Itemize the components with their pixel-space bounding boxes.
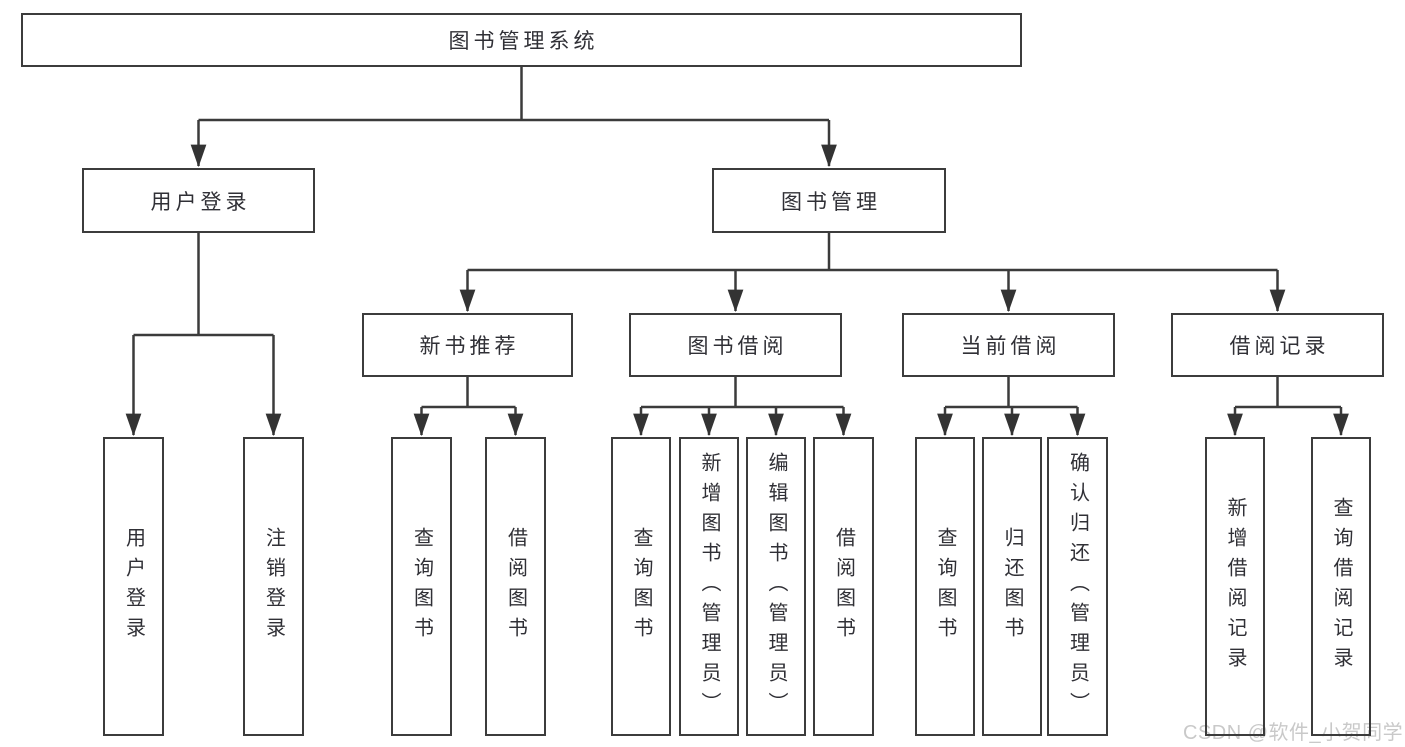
csdn-watermark: CSDN @软件_小贺同学 — [1183, 722, 1404, 744]
leaf-newbooks-query-books-label: 查询图书 — [410, 526, 433, 647]
leaf-newbooks-borrow-books: 借阅图书 — [485, 437, 546, 736]
connector-root-to-level2 — [190, 67, 837, 168]
leaf-edit-books-admin: 编辑图书（管理员） — [746, 437, 806, 736]
connector-user-login-children — [125, 233, 282, 437]
leaf-user-login-label: 用户登录 — [122, 526, 145, 647]
connector-book-mgmt-to-level3 — [459, 233, 1286, 313]
node-user-login: 用户登录 — [82, 168, 315, 233]
leaf-add-borrow-record-label: 新增借阅记录 — [1224, 496, 1246, 677]
leaf-add-books-admin: 新增图书（管理员） — [679, 437, 739, 736]
leaf-edit-books-admin-label: 编辑图书（管理员） — [765, 451, 787, 722]
node-book-borrow: 图书借阅 — [629, 313, 842, 377]
node-borrow-records: 借阅记录 — [1171, 313, 1384, 377]
connector-current-borrow-children — [937, 377, 1086, 437]
leaf-query-borrow-record-label: 查询借阅记录 — [1330, 496, 1352, 677]
leaf-borrow-borrow-books: 借阅图书 — [813, 437, 874, 736]
leaf-confirm-return-admin: 确认归还（管理员） — [1047, 437, 1108, 736]
connector-new-books-children — [413, 377, 524, 437]
node-book-management: 图书管理 — [712, 168, 946, 233]
leaf-logout: 注销登录 — [243, 437, 304, 736]
leaf-current-query-books-label: 查询图书 — [934, 526, 956, 647]
leaf-newbooks-query-books: 查询图书 — [391, 437, 452, 736]
leaf-confirm-return-admin-label: 确认归还（管理员） — [1066, 451, 1089, 722]
node-new-book-recommend: 新书推荐 — [362, 313, 573, 377]
leaf-add-borrow-record: 新增借阅记录 — [1205, 437, 1265, 736]
leaf-newbooks-borrow-books-label: 借阅图书 — [504, 526, 527, 647]
leaf-borrow-query-books-label: 查询图书 — [630, 526, 652, 647]
node-current-borrow: 当前借阅 — [902, 313, 1115, 377]
leaf-return-books: 归还图书 — [982, 437, 1042, 736]
leaf-query-borrow-record: 查询借阅记录 — [1311, 437, 1371, 736]
connector-book-borrow-children — [633, 377, 852, 437]
leaf-current-query-books: 查询图书 — [915, 437, 975, 736]
connector-borrow-records-children — [1227, 377, 1349, 437]
node-root: 图书管理系统 — [21, 13, 1022, 67]
leaf-borrow-query-books: 查询图书 — [611, 437, 671, 736]
leaf-add-books-admin-label: 新增图书（管理员） — [698, 451, 720, 722]
leaf-user-login: 用户登录 — [103, 437, 164, 736]
leaf-borrow-borrow-books-label: 借阅图书 — [832, 526, 855, 647]
leaf-return-books-label: 归还图书 — [1001, 526, 1023, 647]
leaf-logout-label: 注销登录 — [262, 526, 285, 647]
